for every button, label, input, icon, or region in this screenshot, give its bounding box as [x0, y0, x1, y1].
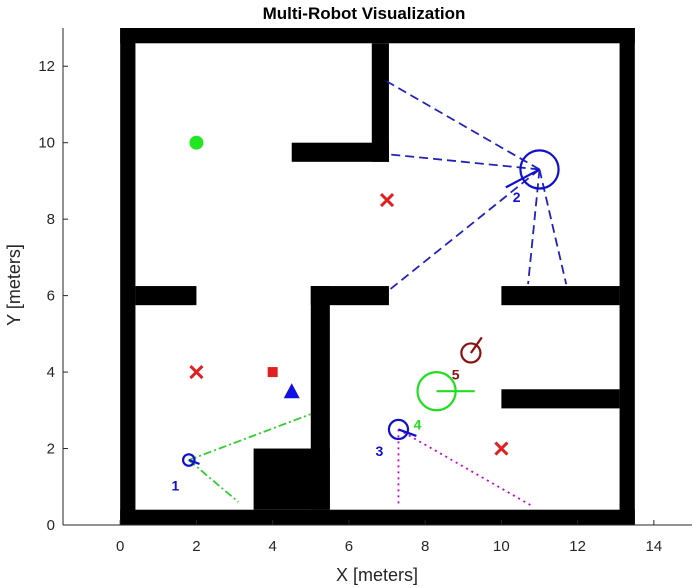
- robot-label: 2: [513, 189, 521, 205]
- robot-label: 1: [172, 478, 180, 494]
- robot-1: 1: [172, 453, 200, 494]
- x-tick-label: 8: [421, 538, 429, 555]
- y-tick-label: 12: [38, 58, 55, 75]
- x-marker: [494, 441, 509, 456]
- robot-2: 2: [505, 149, 560, 205]
- x-tick-label: 2: [192, 538, 200, 555]
- goal-circle-marker: [189, 135, 204, 150]
- wall-segment: [120, 28, 635, 44]
- sensor-ray: [386, 80, 540, 171]
- x-marker: [189, 365, 204, 380]
- x-axis-label: X [meters]: [336, 565, 418, 585]
- x-tick-label: 0: [116, 538, 124, 555]
- y-tick-label: 2: [47, 441, 55, 458]
- robot-3: 3: [376, 418, 417, 459]
- sensor-ray: [386, 153, 540, 171]
- triangle-marker: [283, 383, 300, 399]
- x-tick-label: 6: [345, 538, 353, 555]
- robot-5: 5: [452, 336, 483, 383]
- wall-segment: [291, 142, 389, 162]
- wall-segment: [310, 286, 389, 306]
- y-tick-label: 0: [47, 517, 55, 534]
- x-tick-label: 10: [493, 538, 510, 555]
- square-marker: [267, 367, 278, 378]
- robots-layer: 1 2 3 4 5: [172, 149, 560, 494]
- x-tick-label: 4: [268, 538, 276, 555]
- robot-label: 5: [452, 367, 460, 383]
- y-tick-label: 6: [47, 288, 55, 305]
- y-tick-label: 4: [47, 364, 55, 381]
- wall-segment: [371, 43, 389, 162]
- x-marker-stroke: [494, 441, 509, 456]
- robot-body: [460, 342, 482, 364]
- x-tick-label: 14: [646, 538, 663, 555]
- robot-body: [387, 418, 410, 441]
- sensor-ray: [398, 428, 533, 507]
- sensor-ray: [538, 169, 568, 285]
- wall-segment: [135, 286, 197, 306]
- chart-title: Multi-Robot Visualization: [263, 4, 466, 23]
- robot-label: 4: [414, 416, 422, 432]
- y-tick-label: 8: [47, 211, 55, 228]
- y-axis-label: Y [meters]: [4, 244, 24, 326]
- robot-heading-line: [188, 458, 200, 465]
- wall-segment: [253, 448, 330, 510]
- robot-heading-line: [469, 336, 483, 354]
- markers-layer: [189, 135, 509, 456]
- wall-segment: [619, 28, 635, 525]
- x-tick-label: 12: [569, 538, 586, 555]
- sensor-ray: [386, 168, 541, 293]
- y-tick-label: 10: [38, 135, 55, 152]
- x-marker-stroke: [379, 192, 395, 208]
- wall-segment: [501, 389, 620, 409]
- sensor-ray: [188, 459, 239, 503]
- robot-body: [519, 149, 560, 190]
- robot-body: [181, 453, 196, 467]
- sensor-ray: [188, 413, 312, 461]
- wall-segment: [120, 509, 635, 525]
- walls-layer: [120, 28, 635, 525]
- robot-4: 4: [414, 371, 475, 432]
- robot-heading-line: [505, 168, 541, 189]
- robot-label: 3: [376, 443, 384, 459]
- robot-heading-line: [398, 428, 417, 437]
- x-marker: [379, 192, 395, 208]
- wall-segment: [501, 286, 620, 306]
- wall-segment: [120, 28, 136, 525]
- x-marker-stroke: [189, 365, 204, 380]
